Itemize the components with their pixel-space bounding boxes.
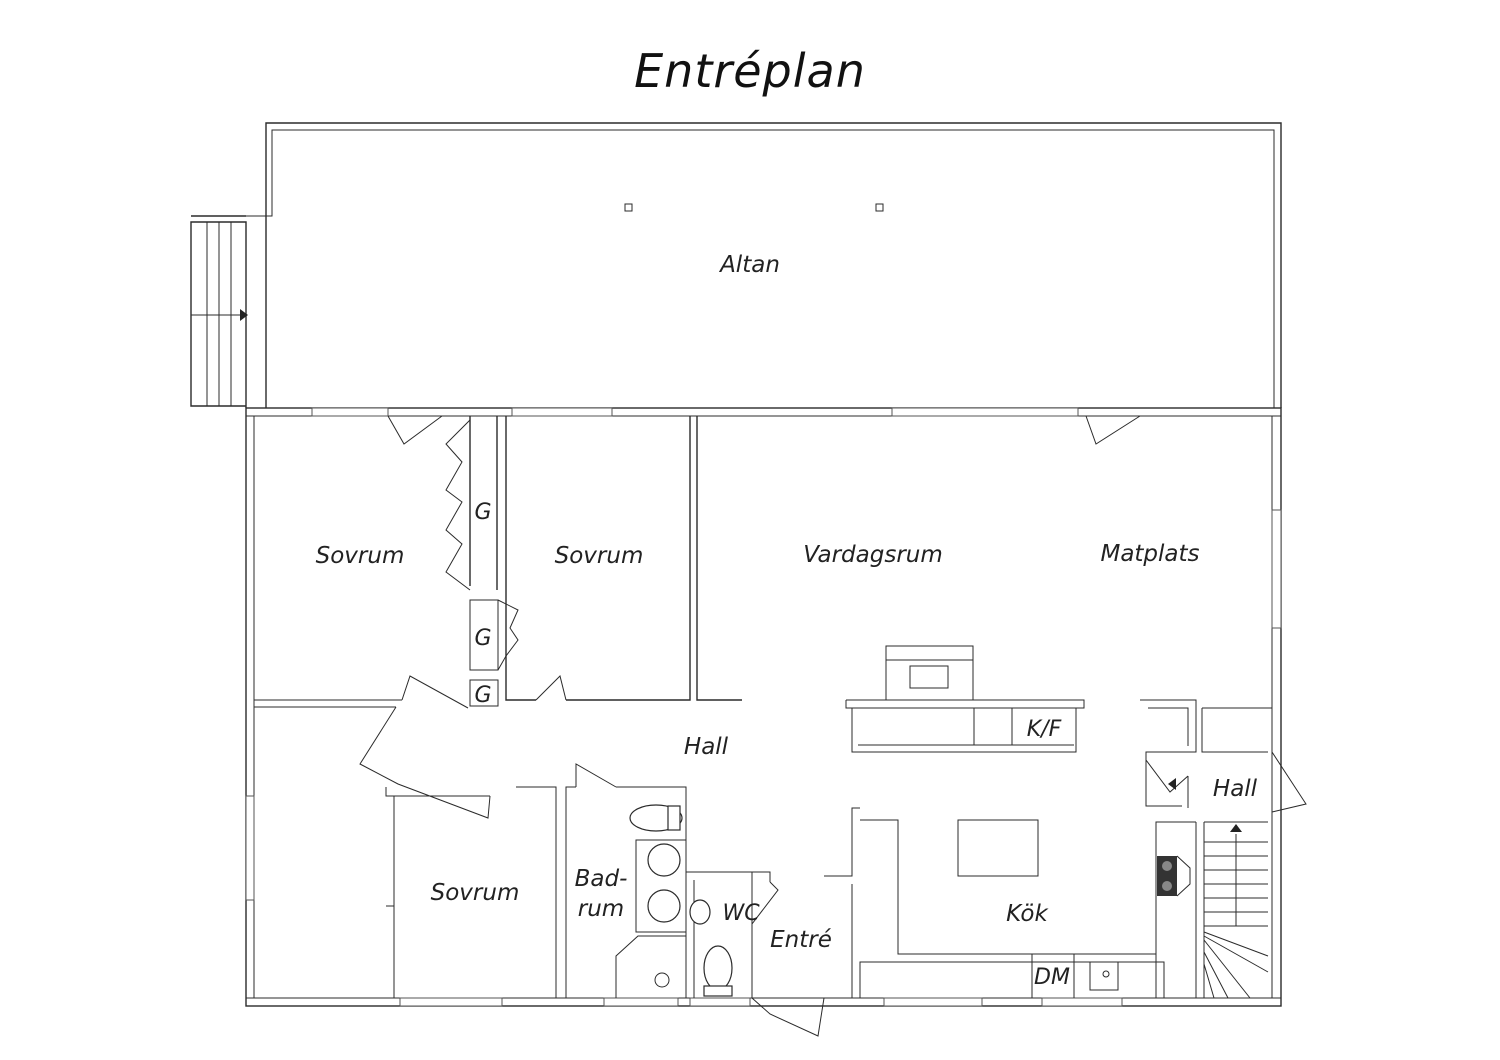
label-garderob-3: G xyxy=(474,683,491,708)
stair-arrow-icon xyxy=(1168,778,1176,790)
interior-walls xyxy=(254,416,1272,999)
room-label-hall-side: Hall xyxy=(1213,776,1258,802)
sink-icon xyxy=(689,899,711,925)
kitchen-sink-icon xyxy=(1089,961,1119,991)
sink-icon xyxy=(647,889,681,923)
stair-arrow-icon xyxy=(1230,824,1242,832)
plan-title: Entréplan xyxy=(634,44,866,98)
doors xyxy=(359,415,1307,1037)
room-label-vardagsrum: Vardagsrum xyxy=(803,542,943,568)
room-label-altan: Altan xyxy=(718,252,780,278)
wardrobe-doors xyxy=(445,419,519,671)
room-label-badrum-2: rum xyxy=(578,896,624,922)
deck-stairs xyxy=(191,222,248,406)
label-kf: K/F xyxy=(1027,717,1062,742)
room-label-entre: Entré xyxy=(770,927,832,953)
stove-icon xyxy=(1157,855,1191,897)
room-label-matplats: Matplats xyxy=(1100,541,1199,567)
room-label-sovrum-1: Sovrum xyxy=(316,543,405,569)
label-garderob-1: G xyxy=(474,500,491,525)
room-label-sovrum-3: Sovrum xyxy=(431,880,520,906)
shower-drain-icon xyxy=(654,972,670,988)
sink-icon xyxy=(647,843,681,877)
stair-arrow-icon xyxy=(240,309,248,321)
windows xyxy=(245,407,1282,1007)
toilet-icon xyxy=(703,945,733,991)
room-label-kok: Kök xyxy=(1006,901,1049,927)
label-garderob-2: G xyxy=(474,626,491,651)
room-label-badrum-1: Bad- xyxy=(575,866,628,892)
altan-deck xyxy=(190,122,1282,408)
interior-stairs xyxy=(1203,824,1269,999)
deck-post xyxy=(875,203,884,212)
bathroom-fixtures xyxy=(615,804,733,998)
room-label-hall: Hall xyxy=(684,734,729,760)
room-label-sovrum-2: Sovrum xyxy=(555,543,644,569)
room-label-wc: WC xyxy=(722,901,760,926)
exterior-walls xyxy=(245,407,1282,1007)
deck-post xyxy=(624,203,633,212)
label-dm: DM xyxy=(1034,965,1070,990)
